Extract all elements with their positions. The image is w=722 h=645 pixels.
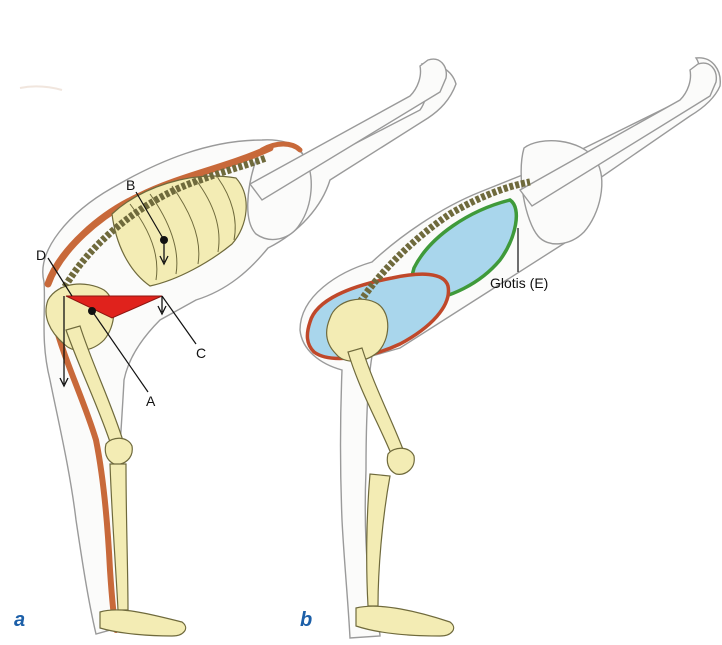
panel-a-foot [100, 610, 186, 636]
panel-b-knee [387, 448, 414, 474]
callout-C: C [196, 345, 206, 361]
callout-glotis: Glotis (E) [490, 275, 548, 291]
panel-a-arm [250, 59, 446, 200]
panel-b-tibia [367, 474, 390, 606]
paper-bleed-marks [20, 86, 62, 90]
panel-a-knee [105, 438, 132, 464]
panel-label-b: b [300, 609, 312, 631]
callout-B: B [126, 177, 135, 193]
panel-b-arm [520, 63, 716, 206]
callout-A: A [146, 393, 156, 409]
panel-label-a: a [14, 609, 25, 631]
callout-D: D [36, 247, 46, 263]
